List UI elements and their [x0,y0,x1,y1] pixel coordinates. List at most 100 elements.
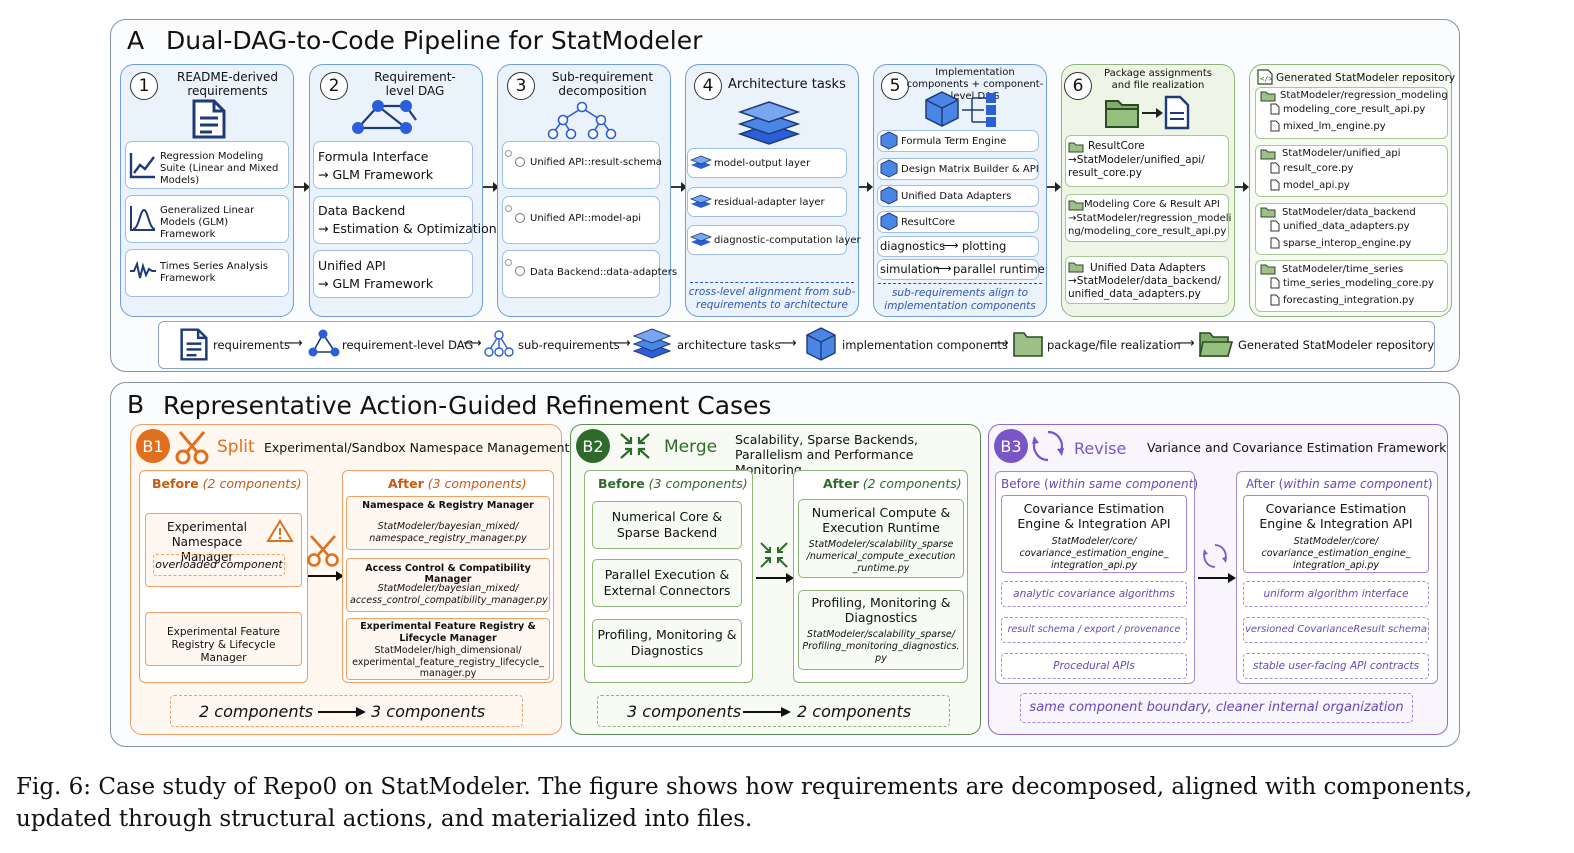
legend-package-file: package/file realization [1047,338,1181,352]
package-name-1: ResultCore [1088,140,1145,152]
b2-summary-to: 2 components [797,702,912,721]
bell-curve-icon [130,206,156,231]
b2-summary [597,695,950,727]
arch-task-3: diagnostic-computation layer [714,235,861,246]
b2-before-count: (3 components) [648,476,748,491]
case-b1-badge: B1 [136,429,170,463]
radio-dots-icon [505,150,512,157]
b1-before-count: (2 components) [202,476,302,491]
dag-node-unified-api: Unified API [318,258,386,273]
cube-icon [880,159,898,178]
package-card-2 [1065,194,1229,242]
radio-icon [515,266,525,276]
b1-after-label: After [388,476,424,491]
dag-edge-unified-api: → GLM Framework [318,276,434,291]
b3-after-header: After (within same component) [1246,477,1433,491]
package-card-3 [1065,256,1229,304]
b2-before-item-2: Parallel Execution & External Connectors [603,567,731,598]
b3-before-component-name: Covariance Estimation Engine & Integrati… [1017,501,1171,531]
impl-card-3 [877,185,1039,207]
b3-after-item-2: versioned CovarianceResult schema [1243,617,1429,643]
col5-title: Implementation components + component-le… [906,67,1044,102]
subreq-card-3 [502,250,660,298]
tree-icon [484,330,514,357]
b1-after-path-3: StatModeler/high_dimensional/ experiment… [352,645,544,679]
b3-after-component-name: Covariance Estimation Engine & Integrati… [1259,501,1413,531]
b1-after-path-2: StatModeler/bayesian_mixed/ access_contr… [350,583,548,606]
legend-generated-repo: Generated StatModeler repository [1238,338,1435,352]
dag-node-data-backend: Data Backend [318,203,406,218]
file-icon [1270,294,1280,306]
split-arrow [308,571,344,581]
col3-title: Sub-requirement decomposition [551,70,654,98]
requirement-item-3: Times Series Analysis Framework [160,261,268,284]
b3-after-sub: within same component [1283,477,1428,491]
layer-icon [689,194,713,208]
impl-card-4 [877,211,1039,233]
b1-before-card-2 [145,612,302,666]
merge-arrow [756,573,794,583]
b1-before-header: Before (2 components) [152,476,302,491]
panel-a-title: Dual-DAG-to-Code Pipeline for StatModele… [166,26,703,55]
case-b2-title: Scalability, Sparse Backends, Parallelis… [735,432,918,477]
alignment-divider [690,282,854,283]
repo-group-1 [1255,87,1448,139]
legend-requirement-dag: requirement-level DAG [342,338,474,352]
b1-summary-to: 3 components [371,702,486,721]
b2-summary-from: 3 components [627,702,742,721]
repo-file-3-2: sparse_interop_engine.py [1283,238,1412,249]
b1-after-name-3: Experimental Feature Registry & Lifecycl… [360,621,536,644]
b3-after-component [1243,495,1429,573]
code-file-icon: </> [1257,69,1273,85]
requirement-card-3 [125,249,289,297]
radio-dots-icon [505,205,512,212]
folder-icon [1068,262,1084,273]
b3-before-item-2: result schema / export / provenance [1001,617,1187,643]
cube-icon [880,212,898,231]
requirement-item-1: Regression Modeling Suite (Linear and Mi… [160,151,279,186]
arch-task-card-2 [687,187,847,217]
subreq-item-2: Unified API::model-api [530,213,641,224]
merge-arrows-icon [760,542,788,568]
layer-icon [689,155,713,169]
folder-icon [1068,142,1084,153]
scissors-icon [307,535,339,567]
summary-arrow [318,707,366,717]
col1-title: README-derived requirements [176,70,278,98]
package-path-2: →StatModeler/regression_modeli ng/modeli… [1068,213,1232,237]
b2-after-card-1 [798,499,964,578]
folder-icon [1260,264,1276,275]
refresh-cycle-icon [1203,544,1227,568]
figure-caption: Fig. 6: Case study of Repo0 on StatModel… [16,774,1473,832]
case-b1-action: Split [217,437,255,457]
scissors-icon [175,431,209,465]
requirement-card-2 [125,195,289,243]
case-b3-badge: B3 [994,429,1028,463]
impl-flow-card-2 [877,259,1039,280]
layers-stack-icon [737,101,801,145]
impl-flow-2-to: parallel runtime [953,262,1045,276]
warning-icon [266,519,294,542]
arch-task-card-3 [687,225,847,255]
dag-card-2 [313,196,473,244]
impl-component-1: Formula Term Engine [901,136,1007,147]
b1-before-label: Before [152,476,199,491]
case-b3-action: Revise [1074,439,1127,458]
file-icon [1270,103,1280,115]
flow-arrow-5 [1047,182,1061,192]
repo-group-4 [1255,260,1448,312]
dag-graph-icon [308,329,340,357]
svg-text:</>: </> [1260,75,1273,83]
arrow-right-icon: ⟶ [612,336,631,351]
legend-architecture-tasks: architecture tasks [677,338,781,352]
b1-before-card-1 [145,513,302,587]
b1-after-path-1: StatModeler/bayesian_mixed/ namespace_re… [369,521,527,544]
arrow-right-icon: ⟶ [284,336,303,351]
b2-after-card-2 [798,590,964,670]
cube-icon [806,327,836,361]
alignment-note: cross-level alignment from sub-requireme… [688,286,856,311]
b1-summary [170,695,523,727]
b1-overloaded-note: overloaded component [153,554,285,576]
step-number-5: 5 [881,72,909,100]
legend-implementation: implementation components [842,338,1008,352]
